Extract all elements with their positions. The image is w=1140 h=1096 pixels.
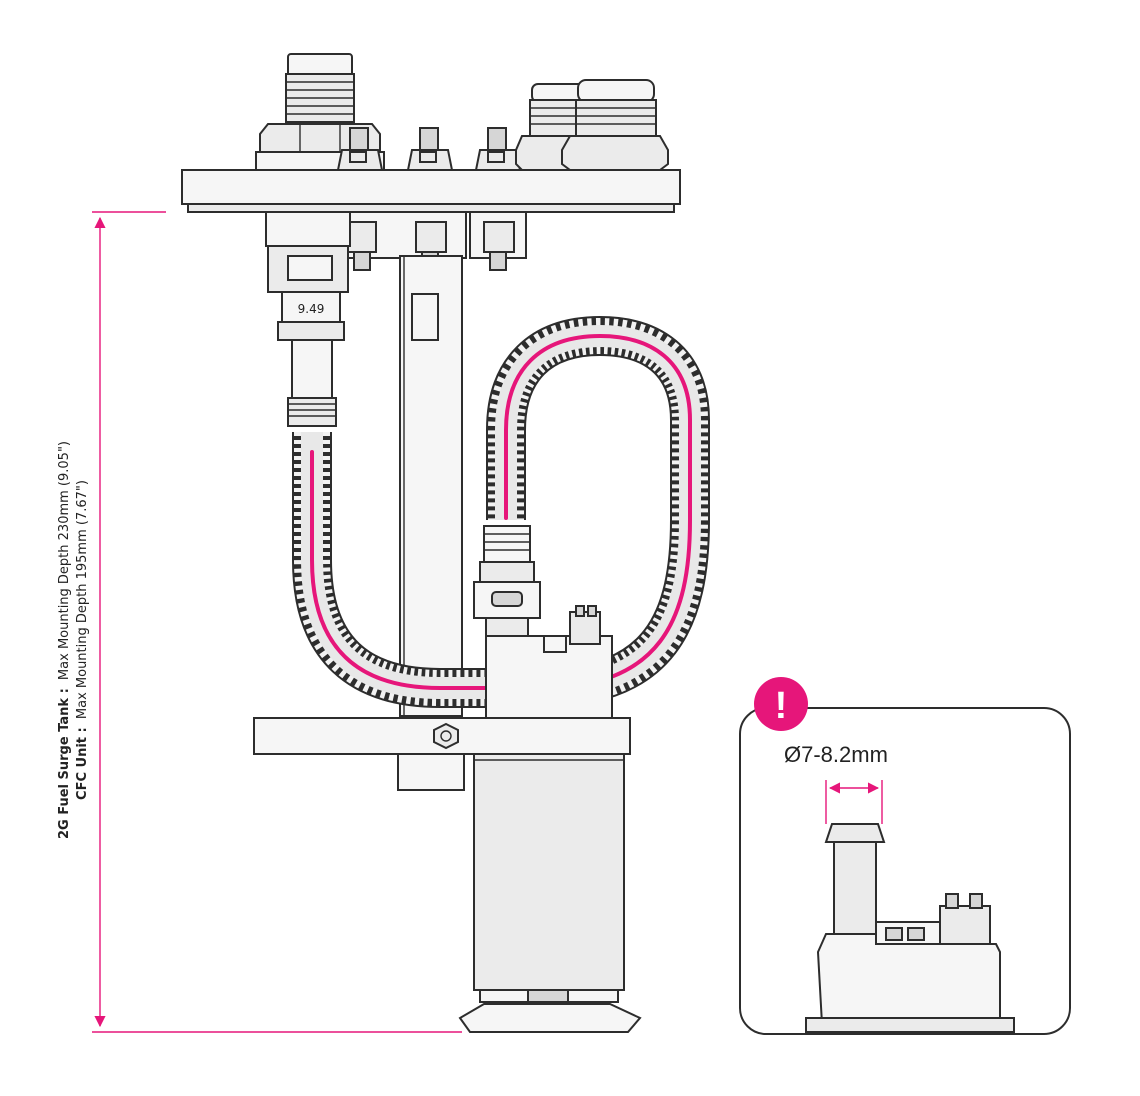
part-marking: 9.49 <box>298 302 325 316</box>
depth-dimension <box>92 211 462 1033</box>
hose-centerline <box>310 333 692 690</box>
surge-tank-name: 2G Fuel Surge Tank : <box>57 688 72 839</box>
terminal-posts <box>336 127 522 171</box>
depth-labels: 2G Fuel Surge Tank : Max Mounting Depth … <box>57 441 90 839</box>
pump-clamp <box>253 717 631 791</box>
warning-icon <box>754 677 808 731</box>
double-fittings <box>515 79 669 171</box>
surge-tank-depth-label: 2G Fuel Surge Tank : Max Mounting Depth … <box>57 441 72 839</box>
cfc-name: CFC Unit : <box>75 727 90 800</box>
top-plate <box>181 169 681 213</box>
diameter-callout: ! Ø7-8.2mm <box>739 677 1071 1035</box>
surge-tank-value: Max Mounting Depth 230mm (9.05") <box>57 441 72 680</box>
cfc-value: Max Mounting Depth 195mm (7.67") <box>75 480 90 719</box>
fuel-pump <box>458 605 642 1033</box>
diameter-label: Ø7-8.2mm <box>784 742 888 767</box>
warning-icon-glyph: ! <box>775 685 788 727</box>
center-bracket <box>399 255 463 717</box>
outlet-connector: 9.49 <box>265 211 351 427</box>
hose-end-fitting <box>473 525 541 645</box>
fuel-hose <box>292 315 710 708</box>
cfc-depth-label: CFC Unit : Max Mounting Depth 195mm (7.6… <box>75 480 90 800</box>
